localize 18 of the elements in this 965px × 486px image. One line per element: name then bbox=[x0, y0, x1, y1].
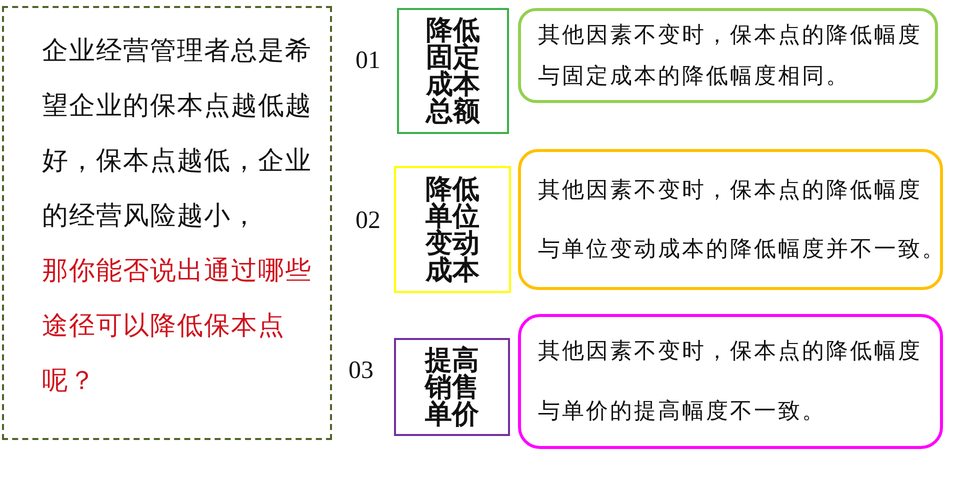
highlighted-question-text: 那你能否说出通过哪些途径可以降低保本点呢？ bbox=[42, 255, 313, 397]
method-title: 降低单位变动成本 bbox=[426, 176, 480, 284]
question-panel bbox=[2, 6, 332, 440]
question-text: 企业经营管理者总是希望企业的保本点越低越好，保本点越低，企业的经营风险越小， bbox=[42, 35, 313, 232]
explanation-box bbox=[518, 149, 943, 290]
step-number: 03 bbox=[348, 358, 374, 382]
explanation-text: 其他因素不变时，保本点的降低幅度与单价的提高幅度不一致。 bbox=[538, 336, 923, 424]
explanation-box bbox=[518, 8, 938, 103]
method-box bbox=[394, 338, 510, 436]
explanation-text: 其他因素不变时，保本点的降低幅度与固定成本的降低幅度相同。 bbox=[538, 20, 923, 90]
method-box bbox=[397, 8, 509, 134]
method-title: 降低固定成本总额 bbox=[426, 17, 480, 125]
step-number: 02 bbox=[356, 208, 380, 232]
explanation-box bbox=[518, 314, 943, 449]
step-number: 01 bbox=[356, 48, 380, 72]
explanation-text: 其他因素不变时，保本点的降低幅度与单位变动成本的降低幅度并不一致。 bbox=[538, 176, 932, 262]
method-box bbox=[394, 166, 511, 293]
method-title: 提高销售单价 bbox=[425, 346, 479, 428]
